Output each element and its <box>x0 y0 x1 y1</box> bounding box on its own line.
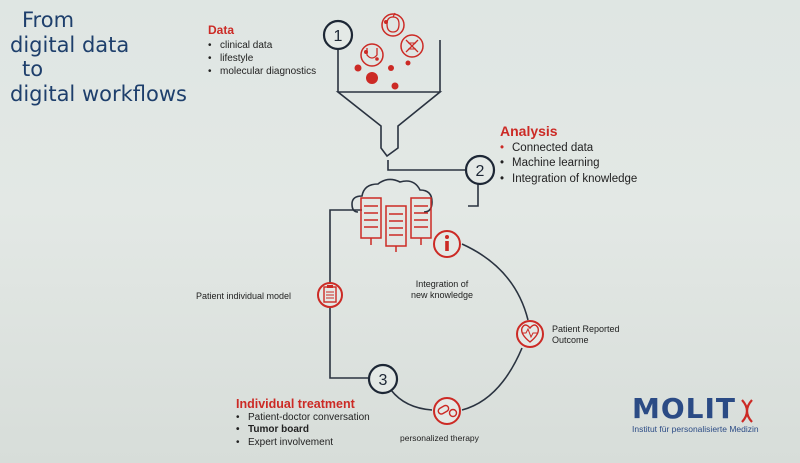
title-line: digital workflows <box>10 81 187 106</box>
list-item: Integration of knowledge <box>500 172 637 188</box>
integration-label: Integration of new knowledge <box>392 279 492 301</box>
title-line: digital data <box>10 32 130 57</box>
treatment-block: Individual treatment Patient-doctor conv… <box>236 398 370 449</box>
logo-subtitle: Institut für personalisierte Medizin <box>632 424 759 434</box>
title-line: From <box>22 8 75 32</box>
list-item: clinical data <box>208 39 316 52</box>
molit-logo: MOLIT Institut für personalisierte Mediz… <box>632 392 797 435</box>
step-circle-3: 3 <box>367 363 399 395</box>
step-circle-2: 2 <box>464 154 496 186</box>
patient-model-label: Patient individual model <box>196 291 292 301</box>
heart-monitor-icon <box>516 320 544 348</box>
pro-line: Outcome <box>552 335 589 345</box>
list-item: Machine learning <box>500 156 637 172</box>
logo-name: MOLIT <box>632 392 737 425</box>
title-line: to <box>22 57 44 81</box>
clipboard-icon <box>317 282 343 308</box>
pro-label: Patient Reported Outcome <box>552 324 620 346</box>
list-item: lifestyle <box>208 52 316 65</box>
cloud-server-icon <box>351 178 433 252</box>
dna-helix-logo-icon <box>741 399 753 423</box>
analysis-heading: Analysis <box>500 123 558 139</box>
step-number: 2 <box>476 163 485 180</box>
list-item: Tumor board <box>236 424 370 437</box>
data-list: clinical data lifestyle molecular diagno… <box>208 39 316 78</box>
apple-icon <box>381 12 405 37</box>
treatment-list: Patient-doctor conversation Tumor board … <box>236 412 370 450</box>
data-heading: Data <box>208 23 235 37</box>
pills-icon <box>433 397 461 425</box>
integration-line: Integration of <box>415 279 469 289</box>
info-icon <box>433 230 461 258</box>
slide-title: From digital data to digital workflows <box>10 8 240 106</box>
step-number: 1 <box>334 28 343 45</box>
step-number: 3 <box>379 372 388 389</box>
data-block: Data clinical data lifestyle molecular d… <box>208 23 316 79</box>
analysis-block: Analysis Connected data Machine learning… <box>500 123 637 188</box>
analysis-list: Connected data Machine learning Integrat… <box>500 141 637 188</box>
connector-lines <box>329 40 529 411</box>
dna-icon <box>400 34 424 58</box>
step-circle-1: 1 <box>322 19 354 51</box>
list-item: Patient-doctor conversation <box>236 412 370 425</box>
list-item: molecular diagnostics <box>208 65 316 78</box>
treatment-heading: Individual treatment <box>236 397 355 411</box>
list-item: Connected data <box>500 141 637 157</box>
stethoscope-icon <box>360 43 384 67</box>
list-item: Expert involvement <box>236 437 370 450</box>
integration-line: new knowledge <box>410 290 474 300</box>
therapy-label: personalized therapy <box>400 433 479 443</box>
pro-line: Patient Reported <box>552 324 620 334</box>
